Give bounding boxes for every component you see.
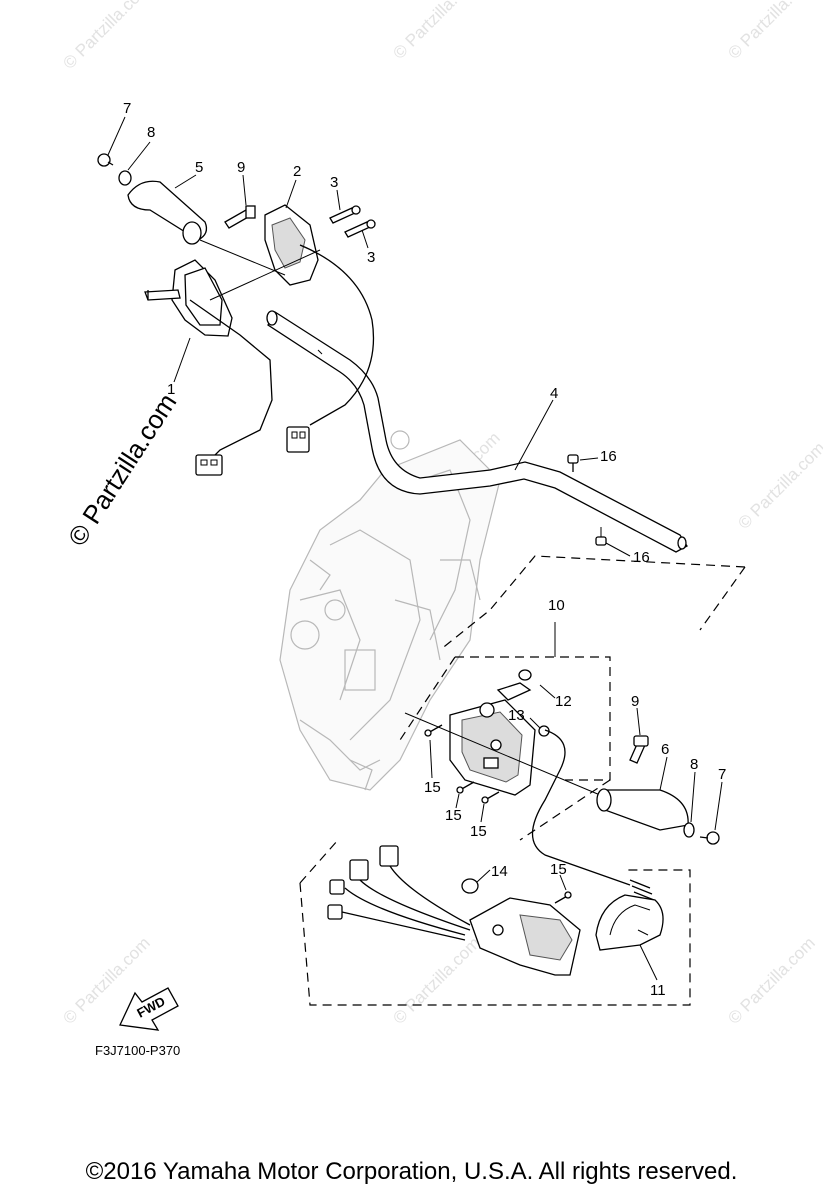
switch-group-10 (399, 622, 655, 901)
watermark-text: © Partzilla.com (734, 438, 823, 532)
callout-2: 2 (293, 163, 301, 180)
callout-16: 16 (633, 549, 650, 566)
handlebar (266, 310, 688, 553)
callout-15: 15 (445, 807, 462, 824)
callout-16: 16 (600, 448, 617, 465)
diagram-code: F3J7100-P370 (95, 1043, 180, 1058)
callout-11: 11 (650, 982, 666, 999)
watermark-text: © Partzilla.com (59, 0, 153, 73)
watermark-text: © Partzilla.com (389, 933, 483, 1027)
callout-labels: 7 8 5 9 2 3 3 1 4 16 16 10 12 13 9 6 8 7… (123, 100, 726, 999)
right-grip (596, 735, 720, 845)
callout-3: 3 (367, 249, 375, 266)
callout-4: 4 (550, 385, 558, 402)
callout-15: 15 (470, 823, 487, 840)
callout-9: 9 (237, 159, 245, 176)
callout-8: 8 (147, 124, 155, 141)
lower-group (299, 839, 691, 1006)
callout-3: 3 (330, 174, 338, 191)
leader-lines (107, 116, 723, 981)
guide-dashed-line (699, 566, 746, 631)
fwd-arrow-icon: FWD (119, 987, 179, 1031)
callout-6: 6 (661, 741, 669, 758)
copyright-notice: ©2016 Yamaha Motor Corporation, U.S.A. A… (85, 1158, 738, 1185)
callout-14: 14 (491, 863, 508, 880)
callout-13: 13 (508, 707, 525, 724)
callout-9: 9 (631, 693, 639, 710)
callout-8: 8 (690, 756, 698, 773)
callout-7: 7 (718, 766, 726, 783)
callout-7: 7 (123, 100, 131, 117)
callout-1: 1 (167, 381, 175, 398)
callout-12: 12 (555, 693, 572, 710)
partzilla-watermark: © Partzilla.com (62, 388, 183, 551)
callout-15: 15 (424, 779, 441, 796)
callout-15: 15 (550, 861, 567, 878)
callout-10: 10 (548, 597, 565, 614)
watermark-text: © Partzilla.com (724, 933, 818, 1027)
watermark-text: © Partzilla.com (389, 0, 483, 63)
guide-dashed-line (439, 555, 746, 651)
cap-screws-16 (567, 454, 607, 546)
steering-housing-ghost (279, 430, 501, 791)
upper-parts (97, 153, 376, 453)
watermark-text: © Partzilla.com (724, 0, 818, 63)
left-switch-assembly (144, 259, 273, 476)
callout-5: 5 (195, 159, 203, 176)
